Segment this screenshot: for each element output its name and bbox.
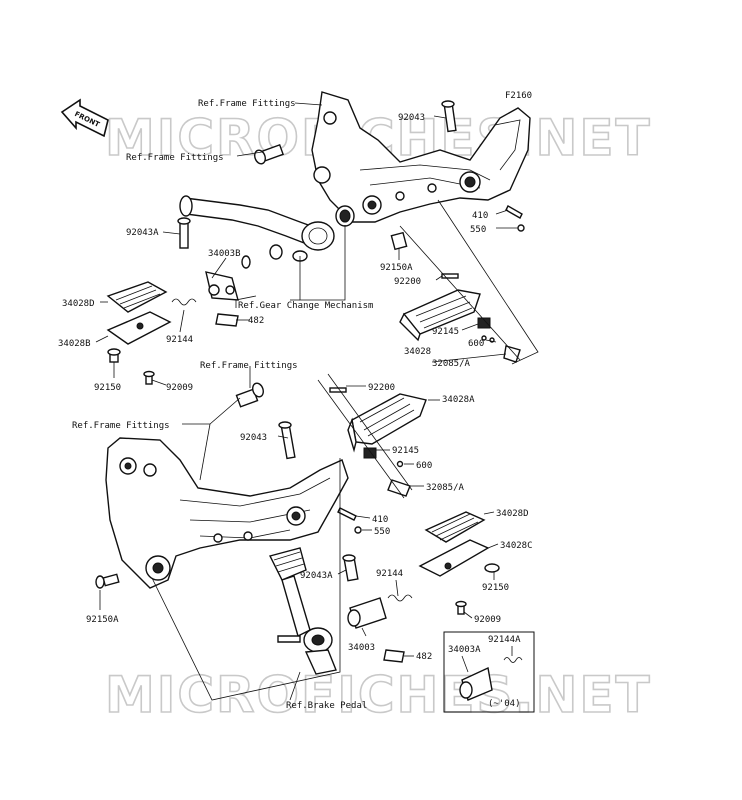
watermark-bottom: MICROFICHES.NET (105, 666, 652, 724)
label-600-top: 600 (468, 339, 484, 349)
pin-92043a-bottom (342, 554, 359, 582)
label-410-top: 410 (472, 211, 488, 221)
label-92043-top: 92043 (398, 113, 425, 123)
bolt-frame-lower (235, 382, 264, 408)
bolt-92150-bottom (484, 563, 500, 573)
label-ref-frame-fittings-3: Ref.Frame Fittings (200, 361, 298, 371)
gear-change-pedal (179, 195, 355, 269)
spring-92144-top (171, 298, 197, 306)
label-92200-top: 92200 (394, 277, 421, 287)
brake-pedal (268, 547, 337, 675)
label-92150a-top: 92150A (380, 263, 413, 273)
label-92043a-top: 92043A (126, 228, 159, 238)
label-600-mid: 600 (416, 461, 432, 471)
label-550-top: 550 (470, 225, 486, 235)
washer-550-top (517, 224, 525, 232)
label-ref-frame-fittings-1: Ref.Frame Fittings (198, 99, 296, 109)
label-92150-top: 92150 (94, 383, 121, 393)
label-ref-frame-fittings-4: Ref.Frame Fittings (72, 421, 170, 431)
label-92043-mid: 92043 (240, 433, 267, 443)
lever-34003b (205, 271, 239, 301)
label-92145-mid: 92145 (392, 446, 419, 456)
footpeg-34028b (106, 311, 172, 345)
clip-410-top (505, 205, 523, 219)
footpeg-rubber-34028d-top (106, 281, 168, 313)
pin-92043-mid (278, 421, 296, 460)
footpeg-rubber-34028d-bottom (424, 511, 486, 543)
figure-code: F2160 (505, 91, 532, 101)
bolt-92150a-top (390, 231, 408, 251)
ball-600-mid (396, 460, 404, 468)
footpeg-34028a (347, 393, 427, 453)
label-482-bottom: 482 (416, 652, 432, 662)
part-labels: Ref.Frame Fittings Ref.Frame Fittings 92… (58, 99, 533, 711)
spring-92144-bottom (387, 594, 413, 602)
pin-92043a-top (177, 217, 191, 249)
label-34003: 34003 (348, 643, 375, 653)
label-92009-bottom: 92009 (474, 615, 501, 625)
label-92009-top: 92009 (166, 383, 193, 393)
screw-92009-top (143, 370, 155, 385)
bolt-frame-top (254, 143, 285, 165)
label-92150-bottom: 92150 (482, 583, 509, 593)
label-34028d-top: 34028D (62, 299, 95, 309)
label-34028b: 34028B (58, 339, 91, 349)
label-ref-brake-pedal: Ref.Brake Pedal (286, 701, 367, 711)
bolt-92150a-bottom (95, 573, 120, 589)
left-footpeg-bracket (105, 437, 349, 589)
right-footpeg-bracket (311, 91, 531, 223)
inset-box (443, 631, 535, 713)
plate-32085a-top (503, 345, 521, 363)
label-ref-frame-fittings-2: Ref.Frame Fittings (126, 153, 224, 163)
label-ref-gear-change: Ref.Gear Change Mechanism (238, 301, 373, 311)
label-92150a-bottom: 92150A (86, 615, 119, 625)
bolt-92150-top (107, 348, 121, 363)
label-92144-bottom: 92144 (376, 569, 403, 579)
spring-92145-top (477, 317, 491, 329)
label-92043a-bottom: 92043A (300, 571, 333, 581)
label-34028-top: 34028 (404, 347, 431, 357)
plate-482-top (215, 313, 239, 327)
label-34003b: 34003B (208, 249, 241, 259)
spring-92145-mid (363, 447, 377, 459)
plate-482-bottom (383, 649, 405, 663)
washer-550-mid (354, 526, 362, 534)
label-34003a: 34003A (448, 645, 481, 655)
label-92144a: 92144A (488, 635, 521, 645)
lever-34003 (347, 597, 387, 629)
clip-410-mid (337, 507, 357, 521)
label-410-mid: 410 (372, 515, 388, 525)
label-34028a: 34028A (442, 395, 475, 405)
label-550-mid: 550 (374, 527, 390, 537)
pin-92043-top (441, 100, 457, 133)
label-34028c: 34028C (500, 541, 533, 551)
label-34028d-bottom: 34028D (496, 509, 529, 519)
leader-lines (95, 102, 518, 701)
label-92200-mid: 92200 (368, 383, 395, 393)
label-482-top: 482 (248, 316, 264, 326)
label-32085a-mid: 32085/A (426, 483, 465, 493)
footpeg-34028c (418, 539, 490, 577)
pin-92200-mid (329, 387, 347, 393)
label-inset-note: (~'04) (488, 699, 521, 709)
label-92145-top: 92145 (432, 327, 459, 337)
front-arrow-icon: FRONT (60, 98, 109, 138)
label-92144-top: 92144 (166, 335, 193, 345)
screw-92009-bottom (455, 600, 467, 615)
label-32085a-top: 32085/A (432, 359, 471, 369)
